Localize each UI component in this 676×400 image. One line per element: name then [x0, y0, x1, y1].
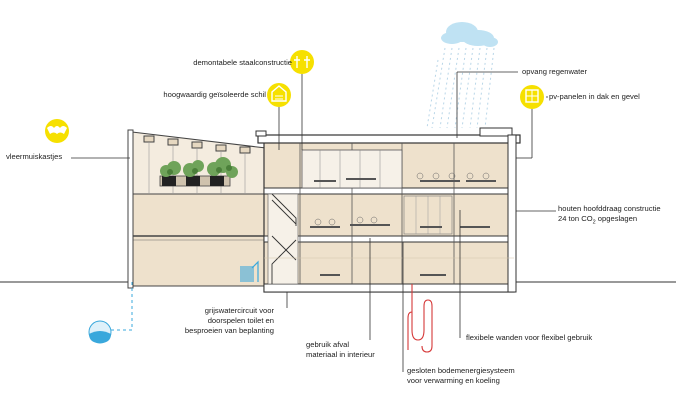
bolts-icon: [290, 50, 314, 74]
building-section: [110, 127, 521, 353]
label-flexible-walls: flexibele wanden voor flexibel gebruik: [466, 333, 593, 342]
solar-panel-icon: [520, 85, 544, 109]
label-timber-stored: opgeslagen: [595, 214, 638, 223]
label-timber-line2: 24 ton CO2 opgeslagen: [558, 214, 661, 228]
label-ground-energy: gesloten bodemenergiesysteem voor verwar…: [407, 366, 515, 386]
stairs: [271, 193, 297, 284]
bat-icon: [45, 119, 69, 143]
label-insulated-shell: hoogwaardig geïsoleerde schil: [163, 90, 266, 99]
label-ground-energy-line2: voor verwarming en koeling: [407, 376, 500, 385]
label-ground-energy-line1: gesloten bodemenergiesysteem: [407, 366, 515, 375]
label-timber-co: 24 ton CO: [558, 214, 593, 223]
label-pv-panels: pv-panelen in dak en gevel: [549, 92, 640, 101]
label-rainwater: opvang regenwater: [522, 67, 588, 76]
label-timber-sub: 2: [592, 219, 596, 226]
label-steel-structure: demontabele staalconstructie: [193, 58, 292, 67]
leader-lines: [71, 71, 556, 372]
label-greywater: grijswatercircuit voor doorspelen toilet…: [184, 306, 274, 335]
roof-plants: [159, 157, 238, 187]
label-timber-line1: houten hoofddraag constructie: [558, 204, 661, 213]
ground-energy-loop: [411, 284, 433, 353]
insulated-house-icon: [267, 83, 291, 107]
rain-cloud-icon: [441, 22, 498, 47]
label-timber-structure: houten hoofddraag constructie 24 ton CO2…: [558, 204, 661, 228]
label-waste-material: gebruik afval materiaal in interieur: [306, 340, 375, 359]
water-drop-icon: [88, 320, 112, 344]
label-bat-boxes: vleermuiskastjes: [6, 152, 63, 161]
furniture: [310, 178, 496, 276]
rain-streaks: [426, 47, 495, 129]
